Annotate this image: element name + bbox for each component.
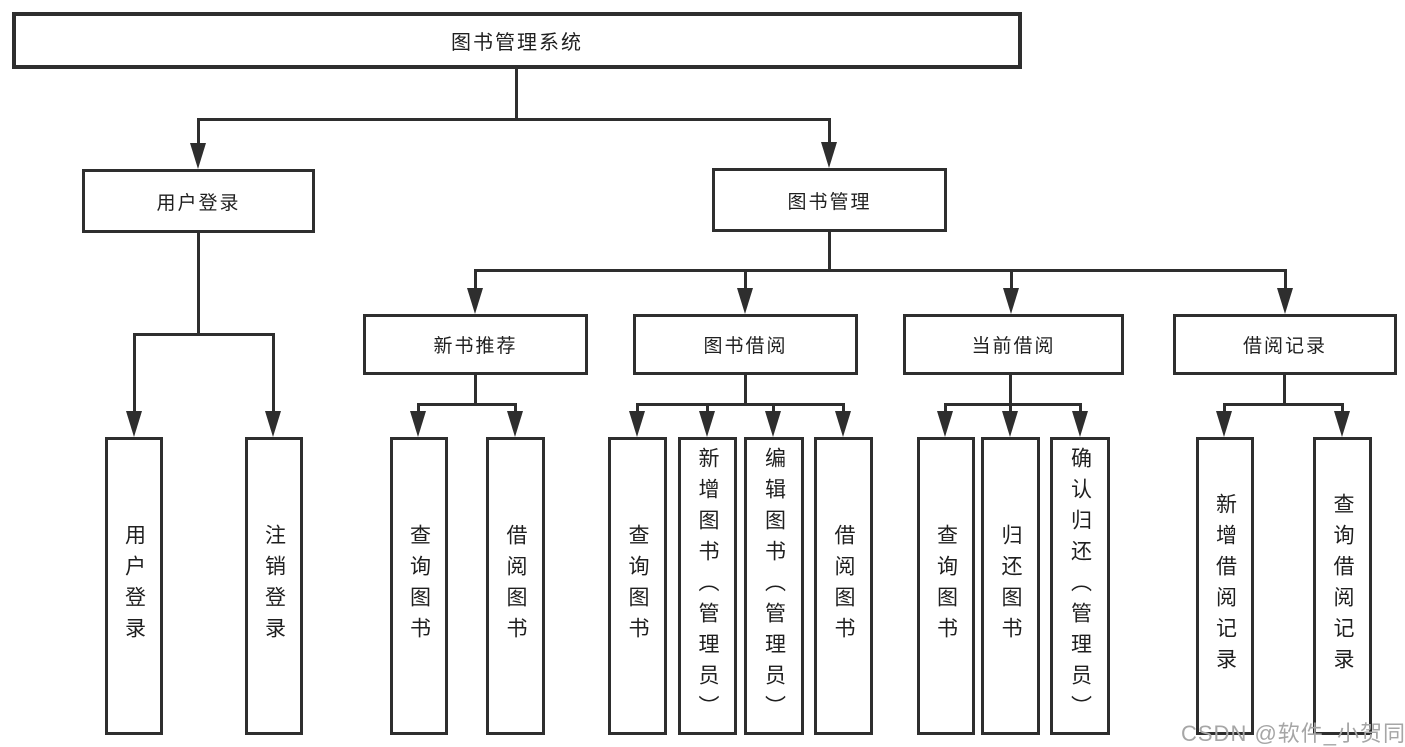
arrow-down-icon xyxy=(629,411,645,437)
leaf-query-books-current: 查询图书 xyxy=(917,437,975,735)
connector-newbook-rail xyxy=(417,403,517,406)
connector-leaf-line xyxy=(636,403,639,412)
leaf-query-borrow-record: 查询借阅记录 xyxy=(1313,437,1372,735)
arrow-down-icon xyxy=(265,411,281,437)
leaf-add-borrow-record: 新增借阅记录 xyxy=(1196,437,1254,735)
leaf-query-books-recommend: 查询图书 xyxy=(390,437,448,735)
connector-root-rail xyxy=(197,118,831,121)
leaf-borrow-books-recommend: 借阅图书 xyxy=(486,437,545,735)
arrow-down-icon xyxy=(1002,411,1018,437)
connector-leaf-line xyxy=(772,403,775,412)
leaf-add-books-admin: 新增图书（管理员） xyxy=(678,437,737,735)
connector-l3-line xyxy=(1010,269,1013,288)
connector-l3-line xyxy=(474,269,477,288)
node-book-borrowing: 图书借阅 xyxy=(633,314,858,375)
connector-login-stub xyxy=(197,233,200,336)
connector-mgmt-rail xyxy=(474,269,1287,272)
connector-l3-line xyxy=(744,269,747,288)
arrow-down-icon xyxy=(937,411,953,437)
connector-leaf-line xyxy=(417,403,420,412)
leaf-return-books: 归还图书 xyxy=(981,437,1040,735)
node-library-system: 图书管理系统 xyxy=(12,12,1022,69)
arrow-down-icon xyxy=(765,411,781,437)
connector-leaf-line xyxy=(272,333,275,411)
node-borrowing-records: 借阅记录 xyxy=(1173,314,1397,375)
connector-record-stub xyxy=(1283,375,1286,406)
connector-current-rail xyxy=(944,403,1082,406)
arrow-down-icon xyxy=(126,411,142,437)
arrow-down-icon xyxy=(190,143,206,169)
connector-mgmt-stub xyxy=(828,232,831,272)
node-book-management: 图书管理 xyxy=(712,168,947,232)
arrow-down-icon xyxy=(1216,411,1232,437)
connector-current-stub xyxy=(1009,375,1012,406)
connector-leaf-line xyxy=(1223,403,1226,412)
leaf-logout: 注销登录 xyxy=(245,437,303,735)
connector-newbook-stub xyxy=(474,375,477,406)
connector-leaf-line xyxy=(706,403,709,412)
leaf-edit-books-admin: 编辑图书（管理员） xyxy=(744,437,804,735)
arrow-down-icon xyxy=(467,288,483,314)
arrow-down-icon xyxy=(1334,411,1350,437)
arrow-down-icon xyxy=(507,411,523,437)
node-current-borrowing: 当前借阅 xyxy=(903,314,1124,375)
connector-root-stub xyxy=(515,69,518,121)
arrow-down-icon xyxy=(821,142,837,168)
connector-leaf-line xyxy=(514,403,517,412)
connector-l3-line xyxy=(1284,269,1287,288)
arrow-down-icon xyxy=(699,411,715,437)
leaf-confirm-return-admin: 确认归还（管理员） xyxy=(1050,437,1110,735)
connector-borrow-stub xyxy=(744,375,747,406)
arrow-down-icon xyxy=(1003,288,1019,314)
leaf-borrow-books: 借阅图书 xyxy=(814,437,873,735)
csdn-watermark: CSDN @软件_小贺同学 xyxy=(1181,721,1405,746)
connector-leaf-line xyxy=(1079,403,1082,412)
connector-leaf-line xyxy=(1009,403,1012,412)
connector-leaf-line xyxy=(842,403,845,412)
connector-leaf-line xyxy=(133,333,136,411)
connector-login-line xyxy=(197,118,200,145)
connector-leaf-line xyxy=(1341,403,1344,412)
node-user-login: 用户登录 xyxy=(82,169,315,233)
arrow-down-icon xyxy=(1072,411,1088,437)
connector-borrow-rail xyxy=(636,403,845,406)
connector-leaf-line xyxy=(944,403,947,412)
connector-login-rail xyxy=(133,333,275,336)
connector-mgmt-line xyxy=(828,118,831,144)
arrow-down-icon xyxy=(737,288,753,314)
arrow-down-icon xyxy=(835,411,851,437)
connector-record-rail xyxy=(1223,403,1344,406)
arrow-down-icon xyxy=(410,411,426,437)
node-new-book-recommend: 新书推荐 xyxy=(363,314,588,375)
leaf-user-login: 用户登录 xyxy=(105,437,163,735)
leaf-query-books-borrow: 查询图书 xyxy=(608,437,667,735)
arrow-down-icon xyxy=(1277,288,1293,314)
